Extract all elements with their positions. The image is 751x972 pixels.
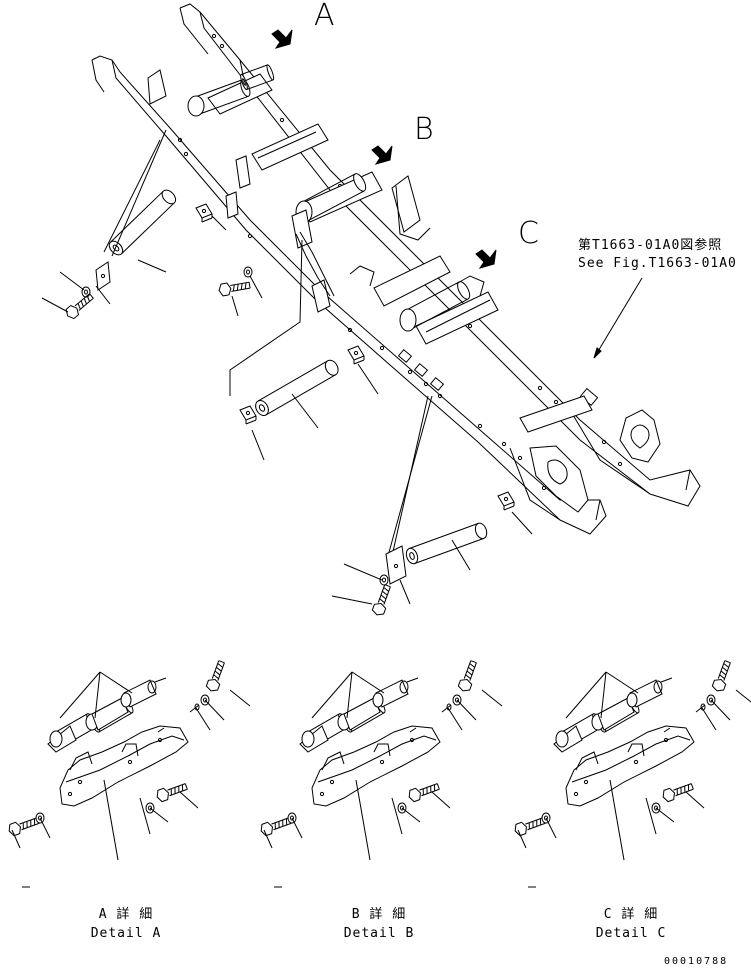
detail-c-jp: C 詳 細 — [603, 907, 659, 922]
callout-b: B — [414, 112, 434, 147]
drawing-code: 00010788 — [664, 956, 729, 967]
detail-c-en: Detail C — [595, 926, 667, 941]
detail-b-en: Detail B — [343, 926, 415, 941]
reference-en: See Fig.T1663-01A0 — [578, 256, 737, 271]
callout-c: C — [518, 216, 539, 251]
detail-a-jp: A 詳 細 — [98, 907, 154, 922]
detail-a-en: Detail A — [90, 926, 162, 941]
callout-a: A — [314, 0, 335, 33]
detail-b-jp: B 詳 細 — [351, 907, 407, 922]
reference-jp: 第T1663-01A0図参照 — [578, 238, 723, 253]
